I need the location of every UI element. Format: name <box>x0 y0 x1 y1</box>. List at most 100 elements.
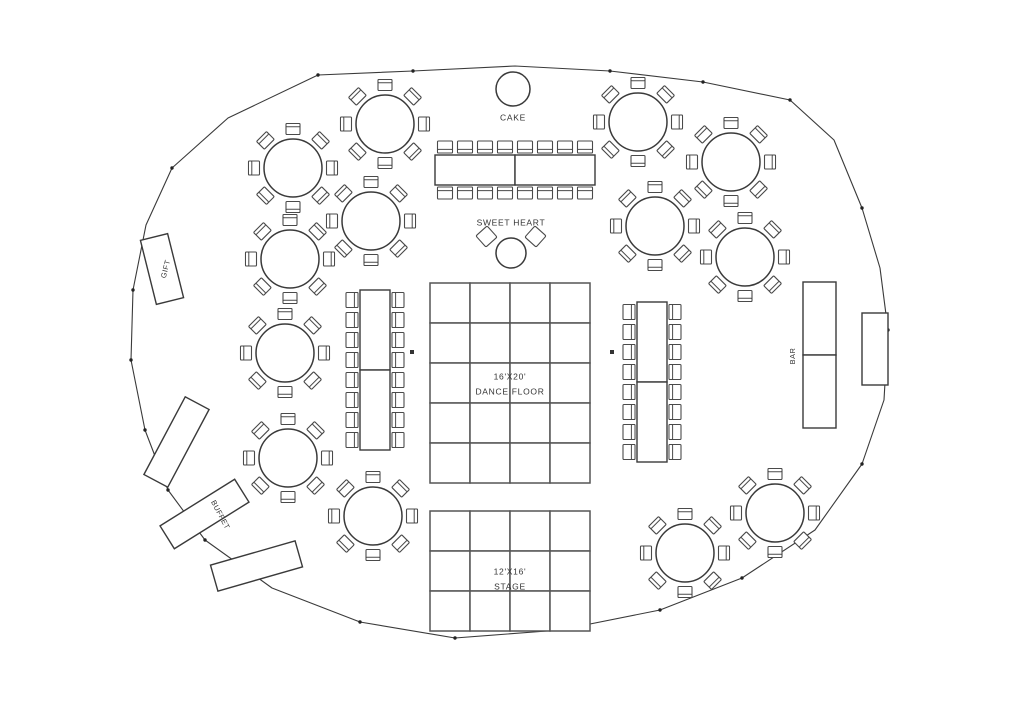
round-table[interactable] <box>609 180 701 272</box>
round-table[interactable] <box>247 122 339 214</box>
round-table[interactable] <box>685 116 777 208</box>
grid-panel <box>429 590 471 632</box>
grid-panel <box>469 322 511 364</box>
chair <box>729 505 743 521</box>
chair <box>280 412 296 426</box>
round-table[interactable] <box>239 307 331 399</box>
chair <box>345 411 359 429</box>
sweetheart-table[interactable] <box>475 225 547 269</box>
gift-table[interactable] <box>139 232 185 306</box>
chair <box>807 505 821 521</box>
chair <box>496 140 514 154</box>
round-table[interactable] <box>325 175 417 267</box>
grid-panel <box>509 590 551 632</box>
grid-panel <box>509 282 551 324</box>
banquet-table[interactable] <box>345 289 405 451</box>
chair <box>647 180 663 194</box>
chair <box>536 186 554 200</box>
chair <box>668 443 682 461</box>
chair <box>345 391 359 409</box>
grid-panel <box>429 322 471 364</box>
round-table[interactable] <box>592 76 684 168</box>
chair <box>622 343 636 361</box>
round-table[interactable] <box>242 412 334 504</box>
chair <box>325 213 339 229</box>
chair <box>285 122 301 136</box>
table-top <box>715 227 775 287</box>
chair <box>417 116 431 132</box>
chair <box>687 218 701 234</box>
chair <box>656 85 675 104</box>
chair <box>336 534 355 553</box>
chair <box>336 479 355 498</box>
banquet-table[interactable] <box>622 301 682 463</box>
right-wall-unit[interactable] <box>861 312 889 386</box>
chair <box>609 218 623 234</box>
grid-panel <box>469 402 511 444</box>
banquet-table[interactable] <box>434 140 596 200</box>
chair <box>327 508 341 524</box>
chair <box>377 78 393 92</box>
grid-panel <box>549 442 591 484</box>
grid-panel <box>509 322 551 364</box>
round-table[interactable] <box>244 213 336 305</box>
chair <box>749 125 768 144</box>
round-table[interactable] <box>639 507 731 599</box>
chair <box>303 371 322 390</box>
cake-table[interactable] <box>495 71 531 107</box>
bar-unit[interactable] <box>802 281 837 429</box>
grid-panel <box>469 442 511 484</box>
chair <box>670 114 684 130</box>
chair <box>251 476 270 495</box>
chair <box>793 531 812 550</box>
chair <box>648 571 667 590</box>
chair <box>516 140 534 154</box>
chair <box>242 450 256 466</box>
chair <box>334 239 353 258</box>
chair <box>317 345 331 361</box>
marker-right <box>610 350 614 354</box>
chair <box>618 244 637 263</box>
grid-panel <box>429 510 471 552</box>
chair <box>668 383 682 401</box>
chair <box>694 180 713 199</box>
chair <box>536 140 554 154</box>
round-table[interactable] <box>339 78 431 170</box>
chair <box>308 277 327 296</box>
chair <box>703 516 722 535</box>
chair <box>365 470 381 484</box>
chair <box>348 87 367 106</box>
table-top <box>655 523 715 583</box>
buffet-station[interactable] <box>142 395 304 592</box>
chair <box>601 85 620 104</box>
dance-floor[interactable] <box>429 282 591 484</box>
grid-panel <box>549 362 591 404</box>
round-table[interactable] <box>699 211 791 303</box>
chair <box>737 211 753 225</box>
table-top <box>625 196 685 256</box>
chair <box>708 275 727 294</box>
chair <box>345 291 359 309</box>
round-table[interactable] <box>729 467 821 559</box>
chair <box>248 316 267 335</box>
round-tables-group <box>239 76 821 599</box>
cake-label: CAKE <box>500 112 526 122</box>
stage-name-label: STAGE <box>494 581 526 591</box>
chair <box>403 213 417 229</box>
chair <box>708 220 727 239</box>
round-table[interactable] <box>327 470 419 562</box>
chair <box>345 351 359 369</box>
chair <box>339 116 353 132</box>
chair <box>239 345 253 361</box>
stage-size-label: 12'X16' <box>494 566 527 576</box>
chair <box>763 154 777 170</box>
table-top <box>343 486 403 546</box>
stage[interactable] <box>429 510 591 632</box>
chair <box>656 140 675 159</box>
chair <box>251 421 270 440</box>
chair <box>475 225 498 248</box>
chair <box>723 116 739 130</box>
chair <box>365 548 381 562</box>
chair <box>618 189 637 208</box>
